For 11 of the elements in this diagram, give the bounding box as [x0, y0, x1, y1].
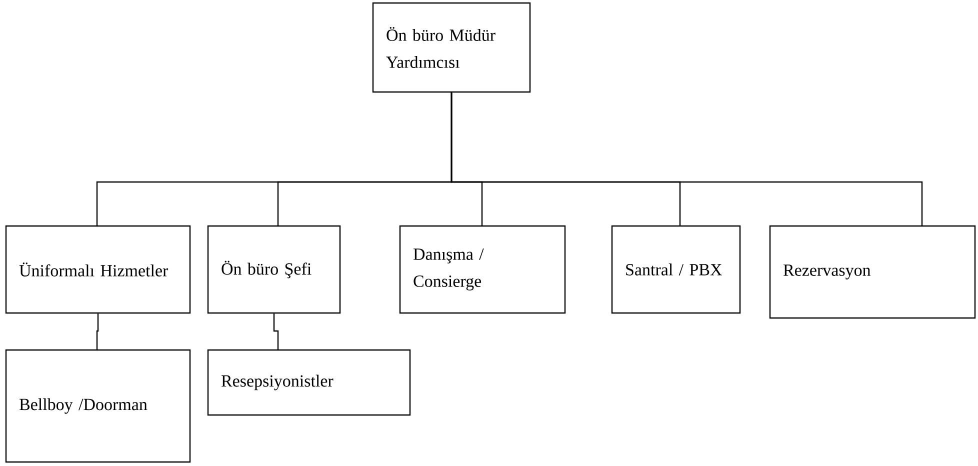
org-box: Ön büro Şefi: [207, 225, 341, 314]
org-box: Bellboy /Doorman: [5, 349, 191, 463]
connector-line: [450, 92, 923, 226]
org-box: Danışma / Consierge: [399, 225, 566, 314]
org-box: Ön büro Müdür Yardımcısı: [372, 2, 531, 93]
connector-line: [96, 314, 99, 350]
org-box: Santral / PBX: [611, 225, 741, 314]
org-box: Rezervasyon: [769, 225, 976, 319]
org-box: Resepsiyonistler: [207, 349, 411, 416]
org-box: Üniformalı Hizmetler: [5, 225, 191, 314]
connector-line: [273, 314, 279, 350]
